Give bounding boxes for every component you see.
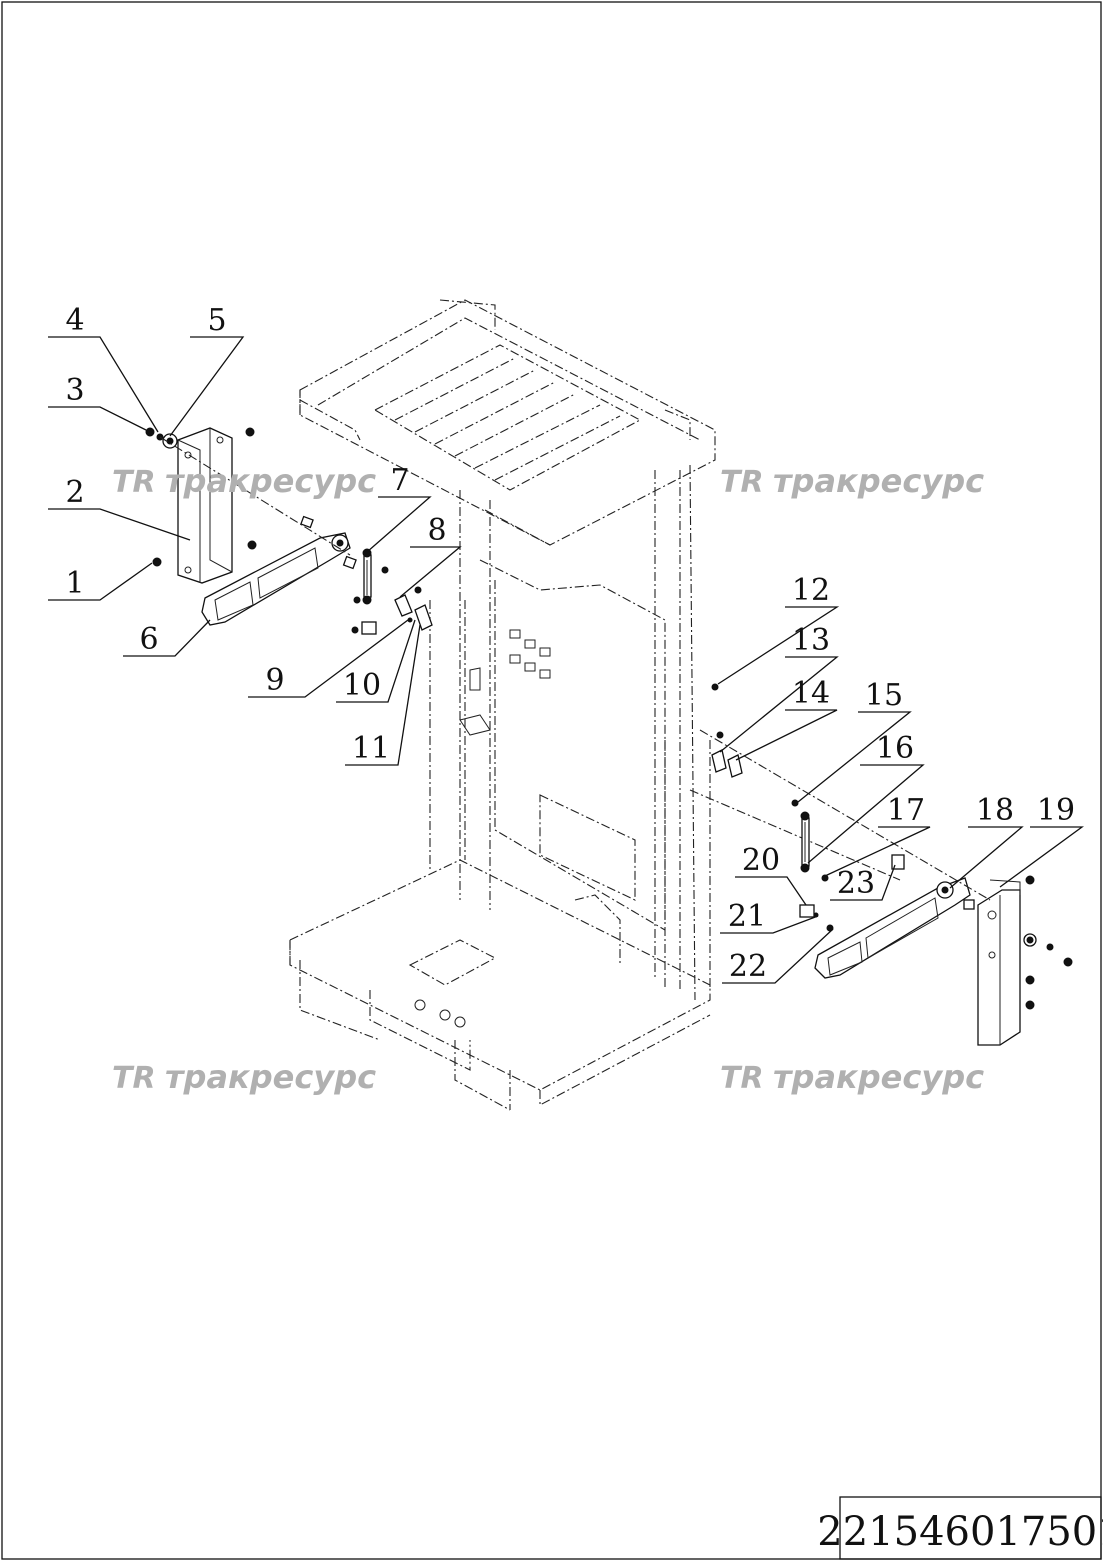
clamp-block-right <box>799 904 815 918</box>
right-armrest-assembly <box>689 683 1073 1046</box>
left-bracket <box>177 427 233 584</box>
watermark-logo: TR <box>720 465 764 500</box>
callout-8: 8 <box>427 513 446 548</box>
gas-strut-16 <box>791 799 829 882</box>
callout-21: 21 <box>728 899 766 934</box>
callout-numbers: 4 5 3 2 1 6 7 8 9 10 11 12 13 14 15 16 1… <box>65 303 1075 984</box>
cab-roof-frame <box>299 299 716 546</box>
callout-13: 13 <box>792 623 830 658</box>
callout-11: 11 <box>352 731 390 766</box>
watermark-top-left: TR тракресурс <box>112 462 376 500</box>
callout-2: 2 <box>65 475 84 510</box>
callout-12: 12 <box>792 573 830 608</box>
callout-16: 16 <box>876 731 914 766</box>
callout-9: 9 <box>265 663 284 698</box>
left-armrest-assembly <box>145 427 433 635</box>
callout-6: 6 <box>139 622 158 657</box>
watermark-logo: TR <box>112 1061 156 1096</box>
watermark-text: тракресурс <box>165 462 376 500</box>
left-armrest <box>201 532 351 626</box>
document-number: 221546017501 <box>817 1509 1103 1555</box>
callout-14: 14 <box>792 676 830 711</box>
callout-10: 10 <box>343 668 381 703</box>
watermark-top-right: TR тракресурс <box>720 462 984 500</box>
callout-20: 20 <box>742 843 780 878</box>
cab-floor <box>289 859 711 1111</box>
clamp-block-left <box>361 621 377 635</box>
callout-3: 3 <box>65 373 84 408</box>
callout-23: 23 <box>837 866 875 901</box>
watermark-text: тракресурс <box>773 462 984 500</box>
title-block: 221546017501 <box>817 1496 1103 1560</box>
callout-15: 15 <box>865 678 903 713</box>
callout-17: 17 <box>887 793 925 828</box>
gas-strut-7 <box>353 548 389 605</box>
callout-18: 18 <box>976 793 1014 828</box>
right-bracket <box>977 889 1021 1046</box>
watermark-logo: TR <box>112 465 156 500</box>
callout-1: 1 <box>65 566 84 601</box>
callout-5: 5 <box>207 303 226 338</box>
leader-lines <box>48 336 1084 984</box>
bolt-1 <box>152 557 162 567</box>
bolt-3 <box>145 427 155 437</box>
callout-19: 19 <box>1037 793 1075 828</box>
callout-7: 7 <box>390 463 409 498</box>
watermark-bottom-left: TR тракресурс <box>112 1058 376 1096</box>
watermark-text: тракресурс <box>165 1058 376 1096</box>
callout-4: 4 <box>65 303 84 338</box>
watermark-logo: TR <box>720 1061 764 1096</box>
watermark-text: тракресурс <box>773 1058 984 1096</box>
cab-rear-panel <box>459 559 666 931</box>
cab-posts <box>429 464 711 1001</box>
callout-22: 22 <box>729 949 767 984</box>
watermark-bottom-right: TR тракресурс <box>720 1058 984 1096</box>
